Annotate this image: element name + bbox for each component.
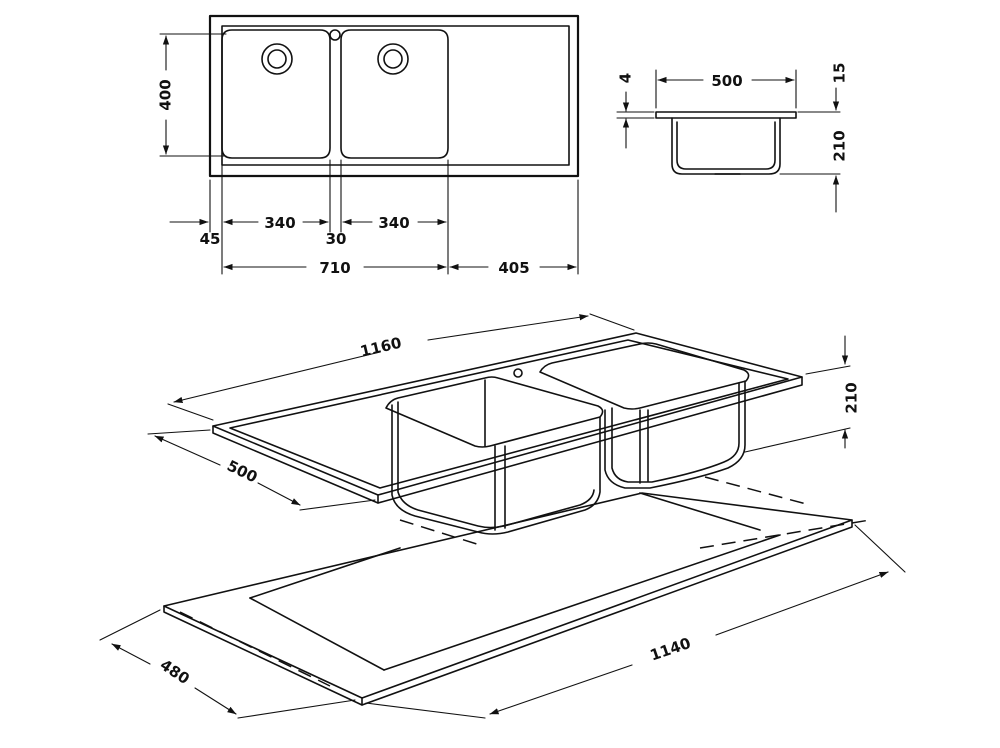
top-view: 400 45 340 30 340 710 405	[157, 14, 580, 277]
dim-bowls-710: 710	[319, 259, 350, 277]
side-view: 500 4 15 210	[616, 63, 849, 213]
dim-left-bowl-340: 340	[264, 214, 295, 232]
dim-perspective-depth-210: 210	[843, 382, 861, 413]
dim-perspective-length-1160: 1160	[359, 334, 404, 361]
dim-cutout-length-1140: 1140	[648, 634, 693, 665]
right-drain-icon	[377, 43, 409, 75]
countertop-outline	[163, 492, 853, 699]
perspective-tap-hole-icon	[513, 368, 523, 378]
perspective-right-bowl-opening	[539, 342, 750, 410]
top-view-outline	[208, 14, 580, 178]
dim-flange-4: 4	[617, 73, 635, 83]
tap-hole-icon	[329, 29, 341, 41]
cutout-left-edge	[249, 597, 385, 671]
side-bowl	[671, 117, 781, 175]
dim-right-bowl-340: 340	[378, 214, 409, 232]
left-bowl	[221, 29, 331, 159]
dim-side-depth-210: 210	[831, 130, 849, 161]
dim-perspective-width-500: 500	[224, 457, 260, 487]
right-bowl	[340, 29, 449, 159]
cutout-view: 480 1140	[99, 476, 906, 719]
dim-left-margin-45: 45	[200, 230, 221, 248]
dim-divider-30: 30	[326, 230, 347, 248]
cutout-front-edge	[383, 534, 781, 671]
perspective-left-bowl-body	[391, 404, 601, 535]
dim-side-width-500: 500	[711, 72, 742, 90]
perspective-right-bowl-body	[604, 380, 746, 489]
dim-height-400: 400	[157, 79, 175, 110]
dim-cutout-width-480: 480	[157, 656, 193, 688]
dim-drainer-405: 405	[498, 259, 529, 277]
dim-rim-15: 15	[831, 63, 849, 84]
perspective-left-bowl-opening	[385, 376, 604, 448]
perspective-view: 1160 500 210	[147, 313, 861, 535]
side-flange	[655, 111, 797, 119]
sink-inner-rim	[229, 339, 789, 489]
left-drain-icon	[261, 43, 293, 75]
top-view-inner-rim	[221, 25, 570, 166]
